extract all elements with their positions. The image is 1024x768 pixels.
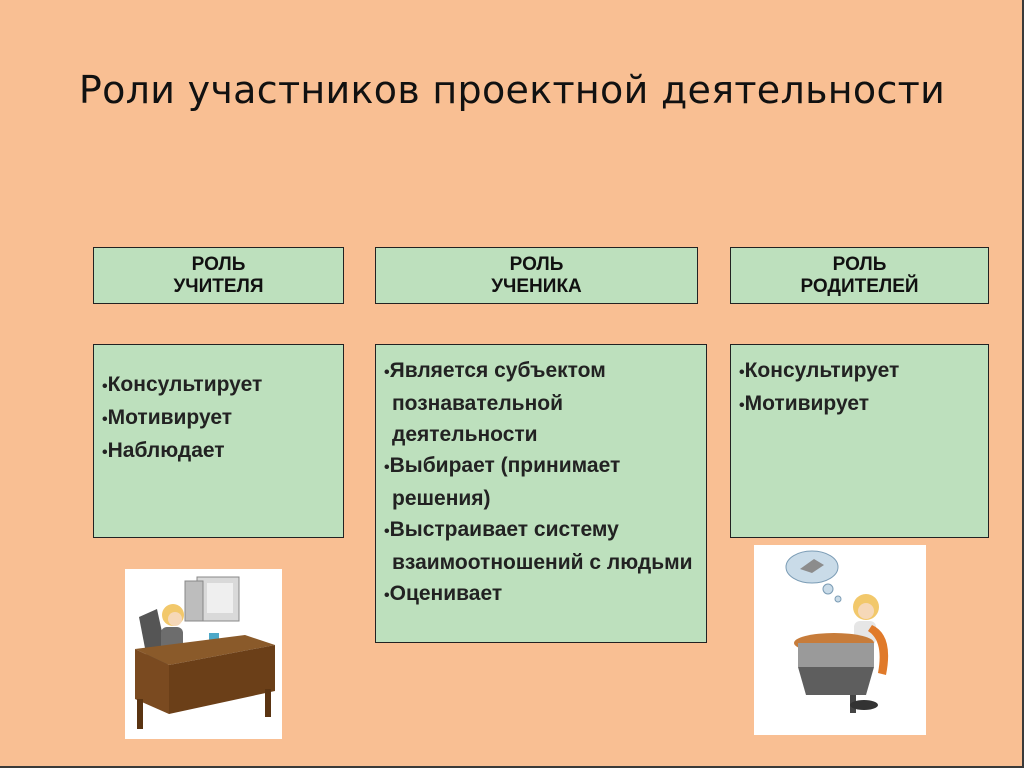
list-item: Выбирает (принимает решения) — [384, 450, 698, 514]
teacher-role-content: Консультирует Мотивирует Наблюдает — [93, 344, 344, 538]
student-at-desk-image — [754, 545, 926, 735]
teacher-role-heading-line1: РОЛЬ — [191, 253, 246, 275]
list-item: Консультирует — [102, 369, 335, 402]
teacher-clipart-icon — [135, 576, 275, 729]
teacher-at-desk-image — [125, 569, 282, 739]
student-role-heading-line2: УЧЕНИКА — [491, 275, 582, 297]
slide-title: Роли участников проектной деятельности — [78, 68, 946, 112]
list-item: Оценивает — [384, 578, 698, 611]
student-clipart-icon — [785, 550, 889, 713]
list-item: Выстраивает систему взаимоотношений с лю… — [384, 514, 698, 578]
parents-role-content: Консультирует Мотивирует — [730, 344, 989, 538]
parents-role-heading-line1: РОЛЬ — [832, 253, 887, 275]
list-item: Консультирует — [739, 355, 980, 388]
student-role-header: РОЛЬ УЧЕНИКА — [375, 247, 698, 304]
parents-role-header: РОЛЬ РОДИТЕЛЕЙ — [730, 247, 989, 304]
list-item: Наблюдает — [102, 435, 335, 468]
list-item: Мотивирует — [102, 402, 335, 435]
list-item: Мотивирует — [739, 388, 980, 421]
student-role-content: Является субъектом познавательной деятел… — [375, 344, 707, 643]
teacher-role-heading-line2: УЧИТЕЛЯ — [173, 275, 264, 297]
list-item: Является субъектом познавательной деятел… — [384, 355, 698, 450]
student-role-heading-line1: РОЛЬ — [509, 253, 564, 275]
parents-role-heading-line2: РОДИТЕЛЕЙ — [800, 275, 919, 297]
teacher-role-header: РОЛЬ УЧИТЕЛЯ — [93, 247, 344, 304]
